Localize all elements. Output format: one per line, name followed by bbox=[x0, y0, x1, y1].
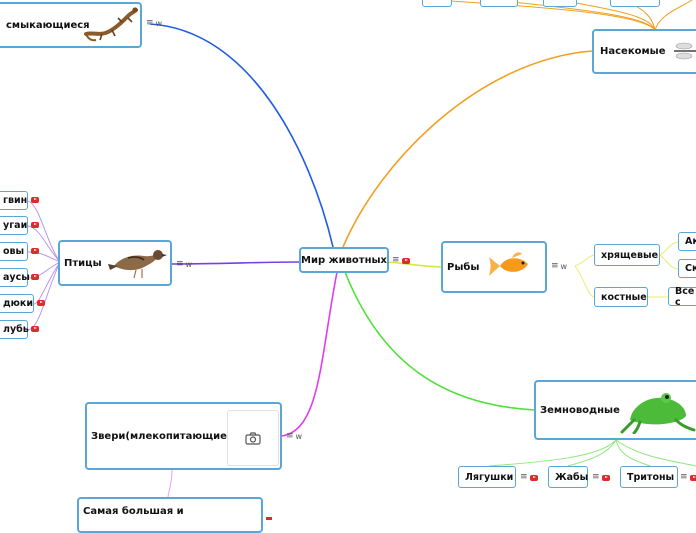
note-lines-icon: ≡ bbox=[176, 259, 184, 269]
sparrow-image bbox=[108, 250, 167, 279]
bird-item-label: угаи bbox=[3, 220, 28, 231]
cartilage-fish-label: хрящевые bbox=[601, 249, 659, 261]
central-topic[interactable]: Мир животных bbox=[299, 247, 389, 273]
newts-node[interactable]: Тритоны bbox=[620, 466, 678, 488]
insects-label: Насекомые bbox=[600, 46, 666, 57]
youtube-icon[interactable] bbox=[31, 222, 39, 228]
bird-item-label: овы bbox=[3, 246, 25, 257]
note-lines-icon: ≡ bbox=[592, 472, 600, 482]
toads-indicators[interactable]: ≡ bbox=[592, 473, 610, 482]
word-doc-icon: w bbox=[155, 19, 163, 28]
newts-indicators[interactable]: ≡ bbox=[680, 473, 696, 482]
bird-item-label: гвин bbox=[3, 195, 28, 206]
bird-item-6[interactable]: лубь bbox=[0, 320, 29, 339]
central-indicators[interactable]: ≡ bbox=[392, 256, 410, 265]
word-doc-icon: w bbox=[560, 262, 568, 271]
note-lines-icon: ≡ bbox=[146, 18, 154, 28]
youtube-icon[interactable] bbox=[31, 274, 39, 280]
fish-note-indicator[interactable]: ≡ w bbox=[551, 261, 568, 272]
birds-label: Птицы bbox=[64, 257, 102, 269]
toads-label: Жабы bbox=[555, 471, 589, 483]
insect-child-2[interactable] bbox=[480, 0, 518, 7]
ray-label: Ск bbox=[685, 263, 696, 274]
note-lines-icon: ≡ bbox=[551, 261, 559, 271]
shark-node[interactable]: Ак bbox=[678, 232, 696, 251]
bird-item-4[interactable]: аусы bbox=[0, 268, 30, 287]
note-lines-icon: ≡ bbox=[392, 255, 400, 265]
largest-mammal-label: Самая большая и bbox=[83, 506, 184, 517]
camera-icon bbox=[245, 431, 261, 445]
bird-item-1[interactable]: гвин bbox=[0, 191, 28, 210]
note-lines-icon: ≡ bbox=[286, 431, 294, 441]
youtube-icon bbox=[529, 474, 538, 481]
ray-node[interactable]: Ск bbox=[678, 259, 696, 278]
fish-label: Рыбы bbox=[447, 261, 480, 273]
amphibians-label: Земноводные bbox=[540, 404, 620, 416]
youtube-icon[interactable] bbox=[31, 326, 39, 332]
word-doc-icon: w bbox=[295, 432, 303, 441]
largest-mammal-node[interactable]: Самая большая и bbox=[77, 497, 263, 533]
bird-item-label: лубь bbox=[3, 324, 29, 335]
bony-fish-label: костные bbox=[601, 291, 647, 303]
all-bony-label: Все с bbox=[675, 285, 695, 308]
reptiles-label: смыкающиеся bbox=[6, 19, 90, 31]
mammals-label: Звери(млекопитающие) bbox=[91, 430, 232, 442]
insect-child-3[interactable] bbox=[543, 0, 577, 7]
bird-item-2[interactable]: угаи bbox=[0, 216, 28, 235]
dragonfly-image bbox=[674, 42, 696, 60]
note-lines-icon: ≡ bbox=[520, 472, 528, 482]
cartilage-fish-node[interactable]: хрящевые bbox=[594, 244, 660, 266]
bony-fish-node[interactable]: костные bbox=[594, 287, 648, 307]
bird-item-5[interactable]: дюки bbox=[0, 294, 34, 313]
note-lines-icon: ≡ bbox=[680, 472, 688, 482]
frogs-indicators[interactable]: ≡ bbox=[520, 473, 538, 482]
youtube-icon[interactable] bbox=[31, 197, 39, 203]
word-doc-icon: w bbox=[185, 260, 193, 269]
lizard-image bbox=[84, 7, 138, 42]
frog-image bbox=[620, 393, 696, 434]
bird-item-3[interactable]: овы bbox=[0, 242, 28, 261]
birds-node[interactable]: Птицы bbox=[58, 240, 172, 286]
toads-node[interactable]: Жабы bbox=[548, 466, 588, 488]
youtube-icon[interactable] bbox=[31, 248, 39, 254]
birds-note-indicator[interactable]: ≡ w bbox=[176, 259, 193, 270]
central-topic-label: Мир животных bbox=[301, 254, 387, 266]
shark-label: Ак bbox=[685, 236, 696, 247]
bird-item-label: дюки bbox=[3, 298, 34, 309]
image-placeholder[interactable] bbox=[227, 410, 279, 466]
goldfish-image bbox=[489, 252, 528, 276]
insect-child-4[interactable] bbox=[610, 0, 660, 7]
badge-marker bbox=[266, 517, 272, 520]
frogs-node[interactable]: Лягушки bbox=[458, 466, 516, 488]
mammals-note-indicator[interactable]: ≡ w bbox=[286, 431, 303, 442]
youtube-icon bbox=[689, 474, 696, 481]
reptiles-note-indicator[interactable]: ≡ w bbox=[146, 18, 163, 29]
youtube-icon[interactable] bbox=[37, 300, 45, 306]
frogs-label: Лягушки bbox=[465, 471, 514, 483]
youtube-icon bbox=[401, 257, 410, 264]
all-bony-node[interactable]: Все с bbox=[668, 285, 696, 308]
newts-label: Тритоны bbox=[627, 471, 675, 483]
youtube-icon bbox=[601, 474, 610, 481]
bird-item-label: аусы bbox=[3, 272, 30, 283]
insect-child-1[interactable] bbox=[422, 0, 452, 7]
